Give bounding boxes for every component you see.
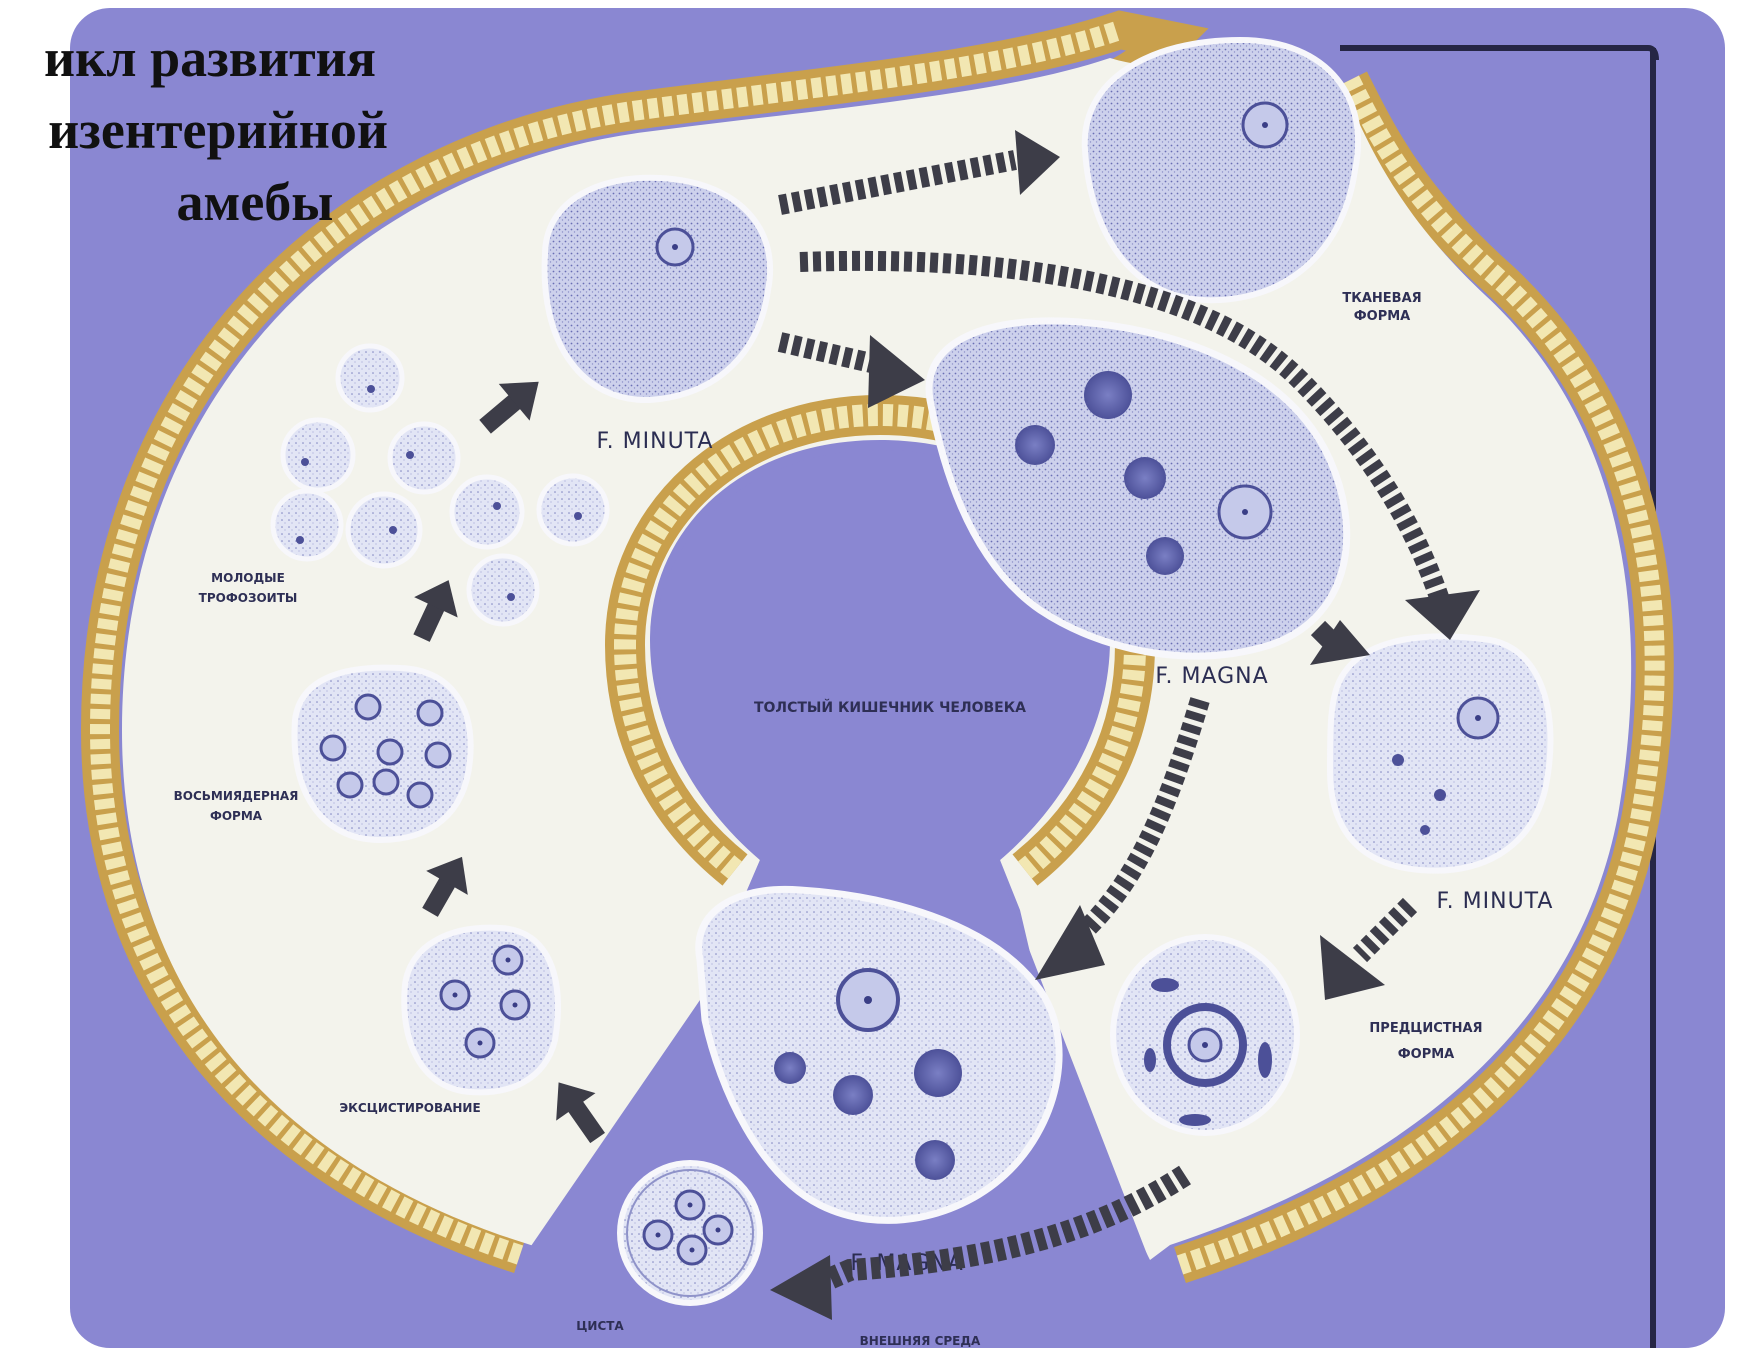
minuta-top-label: F. MINUTA xyxy=(597,429,714,454)
excystation-label: ЭКСЦИСТИРОВАНИЕ xyxy=(339,1101,480,1115)
cyst-cell xyxy=(620,1163,760,1303)
title-line-3: амебы xyxy=(60,166,450,238)
minuta-right-label: F. MINUTA xyxy=(1437,889,1554,914)
external-env-label: ВНЕШНЯЯ СРЕДА xyxy=(860,1334,981,1348)
precyst-cell xyxy=(1113,937,1297,1133)
title-line-1: икл развития xyxy=(0,22,450,94)
magna-center-label: F. MAGNA xyxy=(1155,664,1268,689)
diagram-title: икл развития изентерийной амебы xyxy=(0,22,450,238)
title-line-2: изентерийной xyxy=(0,94,450,166)
excystation-cell xyxy=(404,928,558,1093)
minuta-right-cell xyxy=(1330,636,1550,870)
intestine-label: ТОЛСТЫЙ КИШЕЧНИК ЧЕЛОВЕКА xyxy=(754,699,1026,716)
cyst-label: ЦИСТА xyxy=(576,1319,624,1333)
eight-nuclear-cell xyxy=(294,668,470,840)
